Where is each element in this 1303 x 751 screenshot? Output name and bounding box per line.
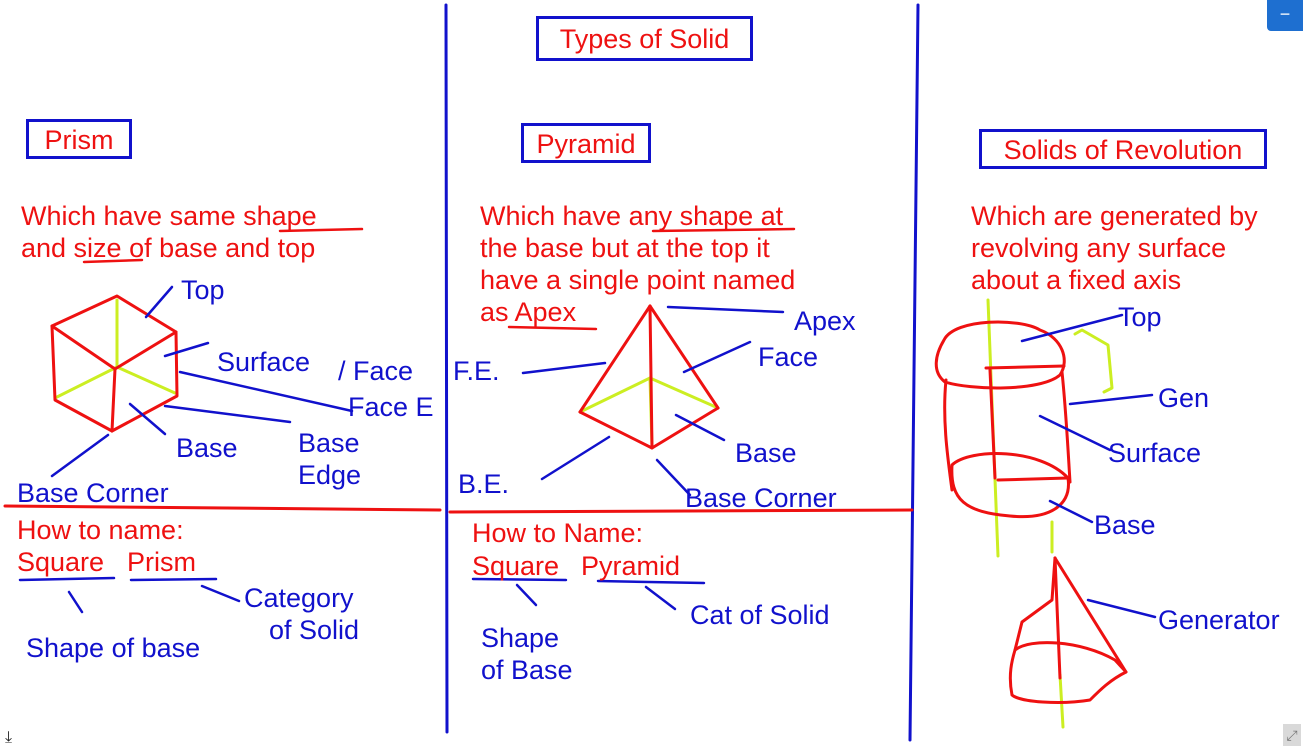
prism-definition-line-1: Which have same shape [21, 201, 317, 231]
pyramid-naming-cat: Cat of Solid [690, 600, 830, 630]
revolution-definition-line-3: about a fixed axis [971, 265, 1182, 295]
pyramid-naming-shape-1: Shape [481, 623, 560, 653]
pyramid-diagram [578, 304, 720, 450]
pointer-lines [18, 285, 1157, 619]
divider-right [908, 3, 920, 742]
revolution-definition-line-2: revolving any surface [971, 233, 1227, 263]
collapse-button[interactable]: − [1267, 0, 1303, 31]
title-box: Types of Solid [536, 16, 753, 61]
divider-pyramid-bottom [448, 508, 914, 514]
pyramid-label-base: Base [735, 438, 797, 468]
prism-label-top: Top [181, 275, 225, 305]
prism-naming-word1: Square [17, 547, 105, 577]
divider-left [444, 3, 449, 734]
revolution-label-generator: Generator [1158, 605, 1280, 635]
revolution-label-base: Base [1094, 510, 1156, 540]
pyramid-label-apex: Apex [794, 306, 856, 336]
pyramid-naming-word2: Pyramid [581, 551, 681, 581]
pyramid-naming-title: How to Name: [472, 518, 644, 548]
definition-underlines [82, 227, 796, 331]
revolution-label-surface: Surface [1108, 438, 1202, 468]
prism-naming-shape-of-base: Shape of base [26, 633, 201, 663]
prism-label-base-edge-1: Base [298, 428, 360, 458]
pyramid-label-be: B.E. [458, 469, 510, 499]
revolution-label-gen: Gen [1158, 383, 1210, 413]
pyramid-heading-box: Pyramid [521, 123, 651, 163]
pyramid-naming-shape-2: of Base [481, 655, 573, 685]
download-icon[interactable]: ⤓ [5, 729, 13, 746]
fullscreen-icon[interactable]: ⤢ [1283, 724, 1301, 746]
pyramid-definition-line-3: have a single point named [480, 265, 796, 295]
revolution-heading-box: Solids of Revolution [979, 129, 1267, 169]
pyramid-label-face: Face [758, 342, 819, 372]
pyramid-definition-line-2: the base but at the top it [480, 233, 770, 263]
prism-label-face: / Face [338, 356, 414, 386]
pyramid-label-fe: F.E. [453, 356, 500, 386]
prism-heading-box: Prism [26, 119, 132, 159]
revolution-label-top: Top [1118, 302, 1162, 332]
prism-label-base-edge-2: Edge [298, 460, 362, 490]
page-title: Types of Solid [559, 24, 730, 54]
pyramid-label-base-corner: Base Corner [685, 483, 837, 513]
pyramid-naming-word1: Square [472, 551, 560, 581]
prism-definition-line-2: and size of base and top [21, 233, 316, 263]
cone-diagram [1008, 520, 1128, 729]
pyramid-heading: Pyramid [536, 129, 636, 159]
prism-label-face-e: Face E [348, 392, 434, 422]
revolution-definition-line-1: Which are generated by [971, 201, 1258, 231]
prism-label-base: Base [176, 433, 238, 463]
prism-naming-word2: Prism [127, 547, 196, 577]
revolution-heading: Solids of Revolution [1003, 135, 1243, 165]
prism-naming-category-2: of Solid [269, 615, 360, 645]
pyramid-definition-line-1: Which have any shape at [480, 201, 784, 231]
prism-label-base-corner: Base Corner [17, 478, 169, 508]
prism-heading: Prism [44, 125, 114, 155]
pyramid-definition-line-4: as Apex [480, 297, 577, 327]
prism-label-surface: Surface [217, 347, 311, 377]
prism-diagram [50, 294, 179, 433]
divider-prism-bottom [3, 504, 442, 512]
prism-naming-category-1: Category [244, 583, 354, 613]
prism-naming-title: How to name: [17, 515, 184, 545]
